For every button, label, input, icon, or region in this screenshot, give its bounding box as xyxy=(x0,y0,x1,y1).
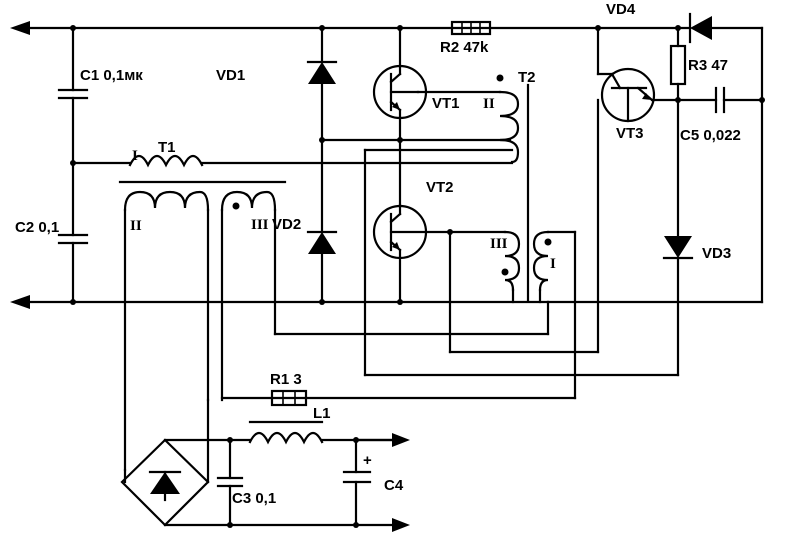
label-t1-winding-2: II xyxy=(130,218,142,234)
capacitor-c5 xyxy=(676,86,765,114)
label-t1-winding-3: III xyxy=(251,217,269,233)
label-vt2: VT2 xyxy=(426,179,454,196)
diode-vd3 xyxy=(662,98,694,377)
label-r2: R2 47k xyxy=(440,39,489,56)
input-rail-top xyxy=(10,21,600,35)
bridge-rectifier xyxy=(120,398,232,527)
label-t2-winding-2: II xyxy=(483,96,495,112)
label-t1: T1 xyxy=(158,139,176,156)
label-c3: C3 0,1 xyxy=(232,490,276,507)
resistor-r1 xyxy=(270,389,308,407)
transformer-t2-winding-1 xyxy=(532,230,577,400)
diode-vd1 xyxy=(306,25,338,234)
transformer-t1-winding-2 xyxy=(123,190,210,472)
label-vd2: VD2 xyxy=(272,216,301,233)
capacitor-c4 xyxy=(342,437,372,528)
label-t2: T2 xyxy=(518,69,536,86)
transformer-t1-winding-1 xyxy=(71,154,514,168)
label-l1: L1 xyxy=(313,405,331,422)
label-c1: C1 0,1мк xyxy=(80,67,143,84)
label-r3: R3 47 xyxy=(688,57,728,74)
diode-vd2 xyxy=(306,230,338,305)
transistor-vt1 xyxy=(372,25,428,120)
label-t2-winding-1: I xyxy=(550,256,556,272)
label-vd1: VD1 xyxy=(216,67,245,84)
diode-vd4 xyxy=(595,12,764,304)
label-vt1: VT1 xyxy=(432,95,460,112)
capacitor-c3 xyxy=(216,437,244,528)
output-terminal-positive xyxy=(354,433,410,447)
label-c4: C4 xyxy=(384,477,404,494)
transformer-t2-winding-2 xyxy=(416,74,520,164)
capacitor-c2 xyxy=(57,160,89,305)
input-rail-bottom xyxy=(10,295,550,309)
label-r1: R1 3 xyxy=(270,371,302,388)
label-t1-winding-1: I xyxy=(132,148,138,164)
transformer-t2-winding-3 xyxy=(447,229,521,354)
label-t2-winding-3: III xyxy=(490,236,508,252)
transistor-vt2 xyxy=(372,203,452,305)
label-c5: C5 0,022 xyxy=(680,127,741,144)
label-c2: C2 0,1 xyxy=(15,219,59,236)
transformer-t1-winding-3 xyxy=(220,190,277,402)
resistor-r2 xyxy=(450,20,492,36)
resistor-r3 xyxy=(669,26,687,103)
output-terminal-negative xyxy=(228,518,410,532)
label-vt3: VT3 xyxy=(616,125,644,142)
label-vd4: VD4 xyxy=(606,1,636,18)
label-c4-plus: + xyxy=(363,452,372,469)
transistor-vt3 xyxy=(596,26,680,354)
capacitor-c1 xyxy=(57,25,89,165)
label-vd3: VD3 xyxy=(702,245,731,262)
